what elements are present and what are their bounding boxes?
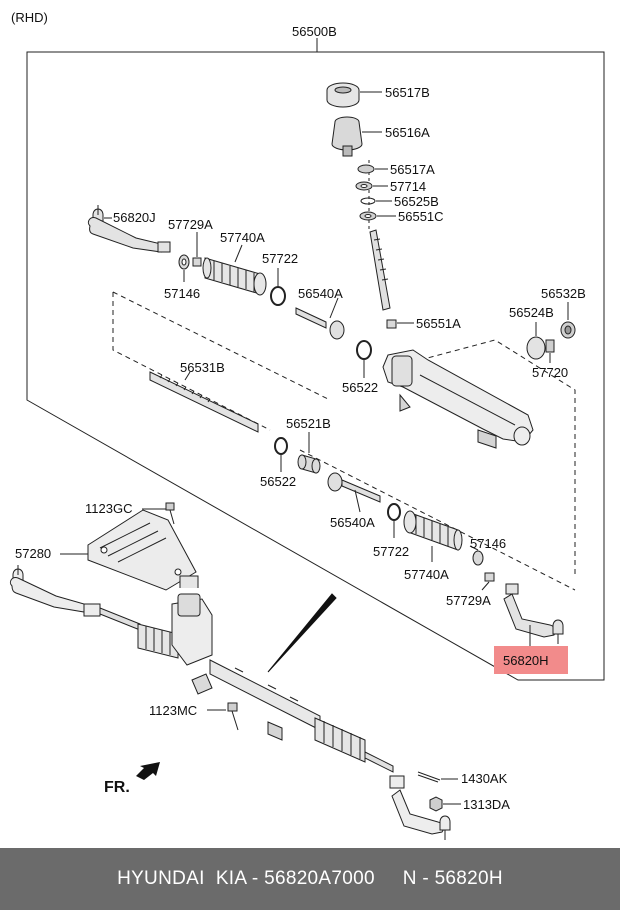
- bolt-1123MC-icon: [227, 702, 239, 731]
- label-57720: 57720: [532, 365, 568, 380]
- cotter-pin-1430AK-icon: [417, 771, 441, 783]
- lock-nut-57720-icon: [545, 339, 555, 353]
- label-56524B: 56524B: [509, 305, 554, 320]
- label-1313DA: 1313DA: [463, 797, 510, 812]
- front-arrow-icon: [136, 762, 160, 780]
- part-57729A-top-icon: [192, 257, 202, 267]
- label-57722-top: 57722: [262, 251, 298, 266]
- part-56525B-icon: [360, 197, 376, 205]
- label-57146-top: 57146: [164, 286, 200, 301]
- assembly-frame: [26, 38, 605, 681]
- label-1123GC: 1123GC: [85, 501, 132, 516]
- gear-housing-icon: [382, 349, 534, 449]
- boot-57740A-top-icon: [202, 257, 267, 296]
- clamp-57722-top-icon: [270, 286, 286, 306]
- part-56551A-icon: [386, 319, 397, 329]
- label-56525B: 56525B: [394, 194, 439, 209]
- pointer-wedge-icon: [267, 593, 337, 673]
- variant-label: (RHD): [11, 10, 48, 25]
- inner-boundary-top: [112, 291, 331, 401]
- label-57722-bottom: 57722: [373, 544, 409, 559]
- label-57740A-top: 57740A: [220, 230, 265, 245]
- label-56532B: 56532B: [541, 286, 586, 301]
- label-57714: 57714: [390, 179, 426, 194]
- label-56517B: 56517B: [385, 85, 430, 100]
- part-57729A-bottom-icon: [484, 572, 495, 582]
- label-56820H: 56820H: [503, 653, 549, 668]
- yoke-plug-56532B-icon: [560, 321, 576, 339]
- part-56516A-icon: [331, 116, 363, 157]
- label-56517A: 56517A: [390, 162, 435, 177]
- tie-rod-end-56820J-icon: [87, 205, 171, 253]
- bushing-56521B-icon: [297, 454, 321, 474]
- label-56522-left: 56522: [260, 474, 296, 489]
- part-56551C-icon: [359, 211, 377, 221]
- inner-rod-56540A-bottom-icon: [327, 472, 381, 503]
- label-57729A-top: 57729A: [168, 217, 213, 232]
- label-56820J: 56820J: [113, 210, 156, 225]
- label-57146-bottom: 57146: [470, 536, 506, 551]
- label-57740A-bottom: 57740A: [404, 567, 449, 582]
- part-57146-top-icon: [178, 254, 190, 270]
- boot-57740A-bottom-icon: [403, 510, 463, 551]
- label-56516A: 56516A: [385, 125, 430, 140]
- label-56551A: 56551A: [416, 316, 461, 331]
- tie-rod-end-56820H-icon: [503, 583, 564, 644]
- label-56522-right: 56522: [342, 380, 378, 395]
- label-57729A-bottom: 57729A: [446, 593, 491, 608]
- label-56521B: 56521B: [286, 416, 331, 431]
- steering-gear-parts-diagram: 56517B 56516A 56517A 57714 56525B 56551C: [9, 10, 605, 840]
- label-1430AK: 1430AK: [461, 771, 508, 786]
- heat-shield-57280-icon: [87, 509, 197, 591]
- front-direction-label: FR.: [104, 779, 130, 796]
- part-56517A-icon: [357, 164, 375, 174]
- assembled-gear-icon: [9, 565, 451, 840]
- snap-ring-56522-right-icon: [356, 340, 372, 360]
- part-57146-bottom-icon: [472, 550, 484, 566]
- label-56531B: 56531B: [180, 360, 225, 375]
- label-56540A-top: 56540A: [298, 286, 343, 301]
- clamp-57722-bottom-icon: [387, 503, 401, 521]
- label-57280: 57280: [15, 546, 51, 561]
- assembly-number-label: 56500B: [292, 24, 337, 39]
- highlight-box-56820H: [494, 646, 568, 674]
- inner-boundary-right: [419, 339, 576, 575]
- inner-boundary-left: [112, 292, 271, 431]
- yoke-56524B-icon: [526, 336, 546, 360]
- inner-boundary-mid: [299, 449, 576, 591]
- nut-1313DA-icon: [429, 796, 443, 812]
- part-56517B-icon: [326, 82, 360, 108]
- label-1123MC: 1123MC: [149, 703, 197, 718]
- footer-text: HYUNDAI KIA - 56820A7000 N - 56820H: [117, 868, 503, 889]
- rack-bar-56531B-icon: [149, 371, 259, 433]
- part-number-footer: HYUNDAI KIA - 56820A7000 N - 56820H: [0, 848, 620, 910]
- part-57714-icon: [355, 181, 373, 191]
- pinion-shaft-icon: [369, 229, 391, 311]
- label-56540A-bottom: 56540A: [330, 515, 375, 530]
- snap-ring-56522-left-icon: [274, 437, 288, 455]
- bolt-1123GC-icon: [165, 502, 175, 525]
- inner-rod-56540A-top-icon: [295, 307, 345, 340]
- label-56551C: 56551C: [398, 209, 444, 224]
